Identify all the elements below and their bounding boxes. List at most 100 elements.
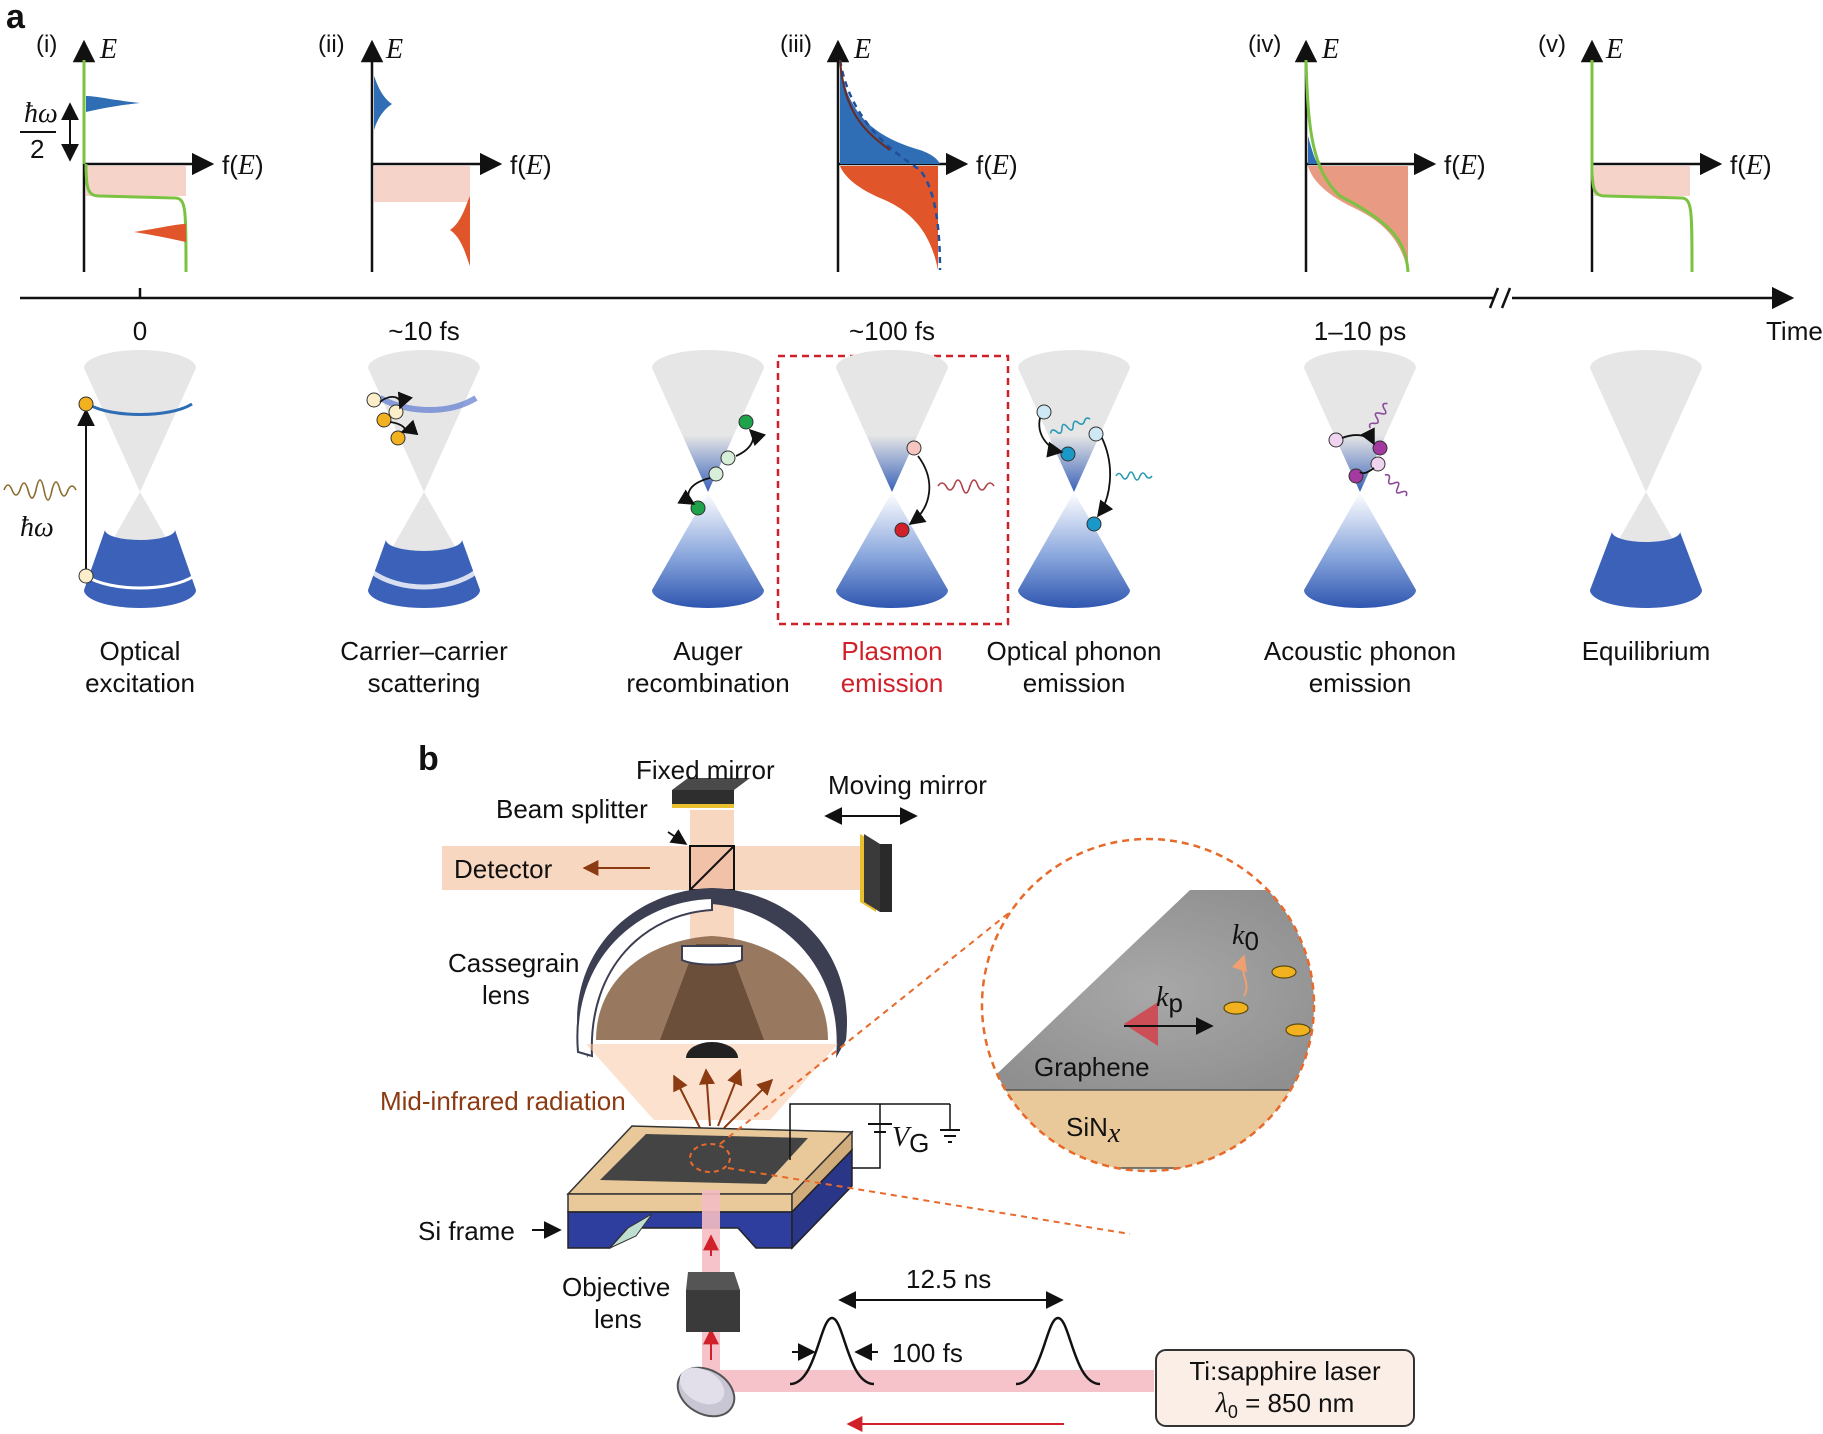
process-label: scattering bbox=[368, 668, 481, 698]
graphene-surface bbox=[982, 890, 1314, 1090]
dist-panel-i: (i) E f(E) ħω 2 bbox=[20, 31, 264, 273]
kp-label: kp bbox=[1156, 982, 1183, 1018]
e-axis-label: E bbox=[385, 34, 403, 65]
electron bbox=[376, 412, 392, 428]
roman-label: (ii) bbox=[318, 31, 345, 58]
hot-electron-peak bbox=[86, 96, 140, 112]
time-tick-label: ~10 fs bbox=[388, 316, 460, 346]
process-labels: Optical excitation Carrier–carrier scatt… bbox=[85, 636, 1710, 698]
si-frame bbox=[567, 1211, 793, 1249]
hw-half-numer: ħω bbox=[24, 98, 58, 129]
dist-panel-ii: (ii) E f(E) bbox=[318, 31, 552, 272]
electron bbox=[708, 466, 724, 482]
f-axis-label: f(E) bbox=[976, 150, 1018, 181]
fermi-curve bbox=[1590, 60, 1694, 273]
process-label: Optical phonon bbox=[987, 636, 1162, 666]
sinx-layer bbox=[982, 1089, 1311, 1171]
cone-auger bbox=[652, 350, 767, 608]
cone-optical-excitation: ħω bbox=[3, 350, 196, 608]
time-axis-label: Time bbox=[1766, 316, 1823, 346]
roman-label: (iv) bbox=[1248, 31, 1281, 58]
gold-disk bbox=[1285, 1023, 1311, 1037]
roman-label: (iii) bbox=[780, 31, 812, 58]
hole bbox=[78, 568, 94, 584]
timeline: 0 ~10 fs ~100 fs 1–10 ps Time bbox=[20, 286, 1823, 346]
fit-curve bbox=[838, 59, 942, 271]
pulse-width-label: 100 fs bbox=[892, 1338, 963, 1368]
process-label-highlight: emission bbox=[841, 668, 944, 698]
f-axis-label: f(E) bbox=[222, 150, 264, 181]
laser-pulse bbox=[1015, 1316, 1101, 1386]
cassegrain-label-2: lens bbox=[482, 980, 530, 1010]
plasmon-wavepacket bbox=[1124, 1002, 1158, 1046]
cone-equilibrium bbox=[1590, 350, 1702, 608]
cone-carrier-scattering bbox=[366, 350, 480, 608]
ito-layer bbox=[982, 1167, 1311, 1171]
electron bbox=[366, 392, 382, 408]
laser-label-1: Ti:sapphire laser bbox=[1189, 1356, 1381, 1386]
fixed-mirror bbox=[672, 778, 750, 790]
electron bbox=[894, 522, 910, 538]
process-label: recombination bbox=[626, 668, 789, 698]
electron bbox=[390, 430, 406, 446]
moving-mirror-label: Moving mirror bbox=[828, 770, 987, 800]
objective-label-1: Objective bbox=[562, 1272, 670, 1302]
electron bbox=[720, 450, 736, 466]
laser-box bbox=[1155, 1349, 1415, 1427]
ito-label: ITO bbox=[1070, 1172, 1113, 1202]
inset-border bbox=[980, 837, 1316, 1173]
hole-distribution bbox=[840, 166, 938, 270]
secondary-mirror bbox=[686, 1042, 738, 1058]
objective-label-2: lens bbox=[594, 1304, 642, 1334]
excited-electron-ring bbox=[87, 402, 193, 416]
roman-label: (i) bbox=[36, 31, 57, 58]
hole-distribution bbox=[450, 196, 470, 266]
beam-splitter-label: Beam splitter bbox=[496, 794, 648, 824]
electron bbox=[78, 396, 94, 412]
f-axis-label: f(E) bbox=[510, 150, 552, 181]
dist-panel-iii: (iii) E f(E) bbox=[780, 31, 1018, 272]
k0-label: k0 bbox=[1232, 920, 1259, 956]
panel-a-label: a bbox=[6, 0, 26, 36]
process-label: Optical bbox=[100, 636, 181, 666]
e-axis-label: E bbox=[1605, 34, 1623, 65]
hot-hole-peak bbox=[134, 224, 186, 242]
k0-arrow bbox=[1231, 954, 1248, 997]
cone-plasmon bbox=[776, 350, 1010, 626]
dist-panel-iv: (iv) E f(E) bbox=[1248, 31, 1486, 273]
fermi-curve bbox=[1304, 59, 1410, 273]
zoom-region bbox=[689, 1143, 731, 1173]
f-axis-label: f(E) bbox=[1730, 150, 1772, 181]
vg-label: VG bbox=[892, 1122, 929, 1158]
sinx-label: SiNx bbox=[1066, 1112, 1121, 1149]
panel-b-label: b bbox=[418, 740, 439, 778]
hot-distribution bbox=[1308, 166, 1408, 272]
time-tick-label: 1–10 ps bbox=[1314, 316, 1407, 346]
laser-pulse bbox=[789, 1316, 875, 1386]
dist-panel-v: (v) E f(E) bbox=[1538, 31, 1772, 273]
process-label: Acoustic phonon bbox=[1264, 636, 1456, 666]
process-label: excitation bbox=[85, 668, 195, 698]
graphene-sheet bbox=[600, 1134, 808, 1184]
process-label-highlight: Plasmon bbox=[841, 636, 942, 666]
photon-label: ħω bbox=[20, 512, 54, 543]
e-axis-label: E bbox=[1321, 34, 1339, 65]
axis-break bbox=[1488, 287, 1500, 309]
electron-distribution bbox=[374, 76, 392, 130]
process-label: emission bbox=[1023, 668, 1126, 698]
e-axis-label: E bbox=[853, 34, 871, 65]
occupation-fill bbox=[86, 166, 186, 196]
mid-ir-label: Mid-infrared radiation bbox=[380, 1086, 626, 1116]
process-label: Auger bbox=[673, 636, 743, 666]
f-axis-label: f(E) bbox=[1444, 150, 1486, 181]
interferometer: Fixed mirror Moving mirror Beam splitter… bbox=[442, 755, 987, 950]
e-axis-label: E bbox=[99, 34, 117, 65]
time-tick-label: 0 bbox=[133, 316, 147, 346]
sample-device: VG Si frame bbox=[418, 1103, 960, 1250]
electron-distribution bbox=[840, 62, 940, 164]
plasmon-wave bbox=[937, 479, 995, 494]
laser-label-2: λ0 = 850 nm bbox=[1215, 1388, 1355, 1422]
photon-wavepacket bbox=[3, 479, 77, 501]
laser-beam-horizontal bbox=[702, 1370, 1154, 1392]
